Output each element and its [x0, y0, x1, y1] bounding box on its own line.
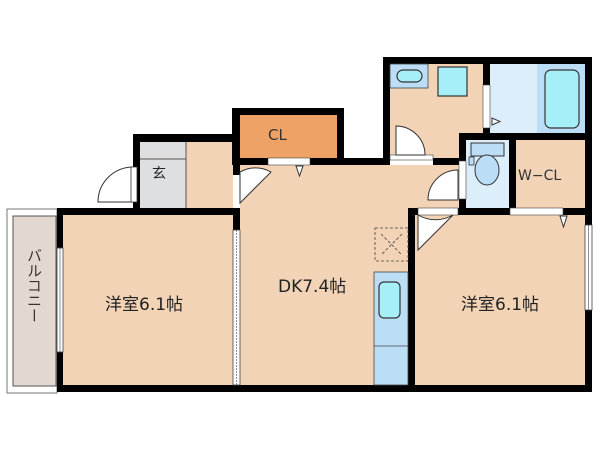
walls — [57, 57, 592, 392]
kitchen-sink-icon — [378, 281, 401, 319]
western-room-left-floor — [63, 215, 233, 385]
fixtures — [373, 63, 585, 386]
walk-in-closet-floor — [516, 140, 585, 208]
washroom-door-icon — [395, 125, 426, 156]
toilet-bowl-icon — [474, 154, 500, 186]
dining-kitchen-label: DK7.4帖 — [278, 277, 347, 297]
fridge-space-icon — [374, 227, 409, 262]
walk-in-closet-label: W−CL — [518, 168, 562, 184]
balcony — [6, 208, 58, 394]
openings — [56, 84, 593, 386]
western-room-right-label: 洋室6.1帖 — [461, 295, 540, 315]
hallway-floor — [186, 142, 233, 208]
right-room-door-icon — [417, 214, 454, 252]
washing-machine-icon — [437, 66, 468, 97]
entrance-label: 玄 — [152, 166, 166, 182]
entrance-floor — [140, 142, 186, 208]
western-room-left-label: 洋室6.1帖 — [105, 295, 184, 315]
closet-label: CL — [268, 126, 287, 144]
toilet-tank-icon — [470, 142, 505, 157]
closet-floor — [240, 115, 337, 158]
western-room-right-floor — [415, 215, 585, 385]
toilet-door-icon — [427, 169, 459, 201]
closet-markers — [295, 117, 568, 229]
dk-door-icon — [239, 167, 272, 205]
balcony-label-text: バルコニー — [25, 248, 43, 323]
front-door-icon — [97, 166, 134, 203]
doors — [97, 125, 459, 252]
